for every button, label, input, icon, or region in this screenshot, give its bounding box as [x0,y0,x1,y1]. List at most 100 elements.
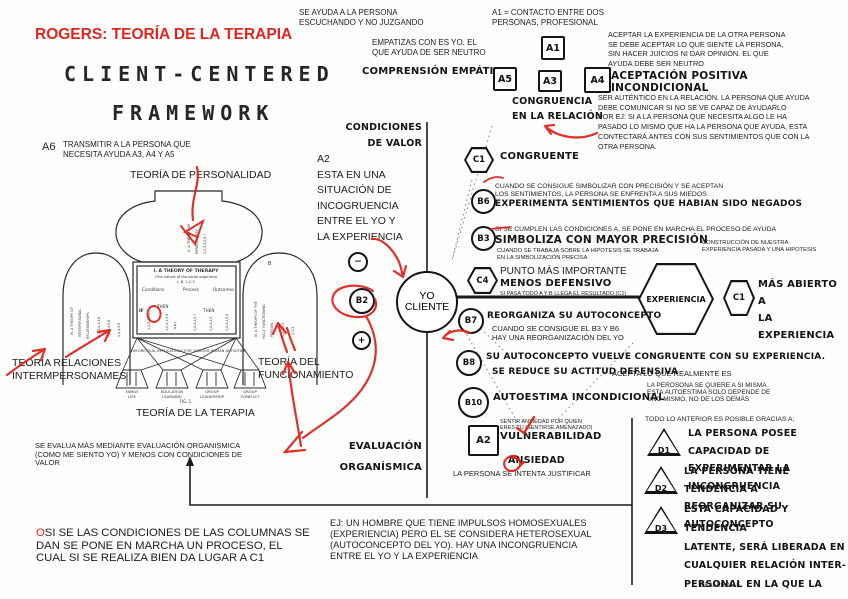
figure-nums-2: 1,2,4,1,5,6 [165,314,169,331]
b2-circle-label: B2 [355,296,369,306]
figure-group-leadership-1: GROUP [205,389,219,394]
b3-hand-note: SIMBOLIZA CON MAYOR PRECISIÓN [495,234,708,246]
osi-note: OSI SE LAS CONDICIONES DE LAS COLUMNAS S… [36,527,310,565]
c4-small-note: SI PASA TODO A Y B LLEGA EL RESULTADO (C… [500,291,627,297]
a1-badge-label: A1 [546,42,560,54]
mas-abierto-label: MÁS ABIERTO A LA EXPERIENCIA [758,279,838,341]
a2-description: LA PERSONA SE INTENTA JUSTIFICAR [453,469,591,478]
empathize-note: EMPATIZAS CON ES YO. EL QUE AYUDA DE SER… [372,38,486,57]
b10-side-note: LA PEROSONA SE QUIERE A SI MISMA ESTA AU… [647,382,771,404]
bottom-connector-arrow-line [189,463,632,506]
d1-text: LA PERSONA POSEE CAPACIDAD DE EXPERIMENT… [688,428,798,492]
figure-band-text: THEORETICAL IMPLICATIONS FOR VARIOUS HUM… [129,349,246,353]
a2-small-note: SENTIR ANSIEDAD POR QUIEN ERES TU (SENTI… [500,419,593,432]
figure-larch-text-6: 1,2,4,5,6 [117,323,121,337]
therapy-rect-outer [132,261,241,339]
b2-circle: B2 [349,288,375,314]
c4-hand-note: MENOS DEFENSIVO [500,278,612,289]
a1-badge: A1 [541,36,565,60]
congruencia-label: CONGRUENCIA EN LA RELACIÓN [512,96,604,122]
figure-group-conflict-1: GROUP [243,389,257,394]
b8-circle: B8 [456,350,482,376]
a6-code: A6 [42,141,56,153]
figure-rect-sub2: J, B, 1,2,3 [176,280,194,284]
b10-hand-note: AUTOESTIMA INCONDICIONAL [493,392,665,403]
evaluacion-organismica-label: EVALUACIÓN ORGANÍSMICA [339,441,422,473]
b8-description: ACEPTA LO QUE REALMENTE ES [612,369,732,378]
b3-description: SI SE CUMPLEN LAS CONDICIONES A, SE PONE… [495,226,777,233]
congruencia-description: SER AUTÉNTICO EN LA RELACIÓN. LA PERSONA… [598,93,810,151]
listen-note: SE AYUDA A LA PERSONA ESCUCHANDO Y NO JU… [299,8,424,27]
condiciones-de-valor-label: CONDICIONES DE VALOR [345,122,422,149]
a6-note: TRANSMITIR A LA PERSONA QUE NECESITA AYU… [63,140,191,159]
figure-rarch-text-3: PERSON [270,323,274,337]
se-evalua-note: SE EVALUA MÁS MEDIANTE EVALUACIÓN ORGANI… [35,441,242,468]
figure-nums-4: 1,2,3,4,5,7 [193,314,197,331]
desarrolle-note: DESARROLLE [700,583,741,589]
b6-circle: B6 [471,189,496,214]
d1-triangle-label: D1 [657,446,671,455]
c1-hexagon: C1 [464,147,494,173]
c1-right-label: C1 [732,293,746,303]
b3-circle-label: B3 [477,233,490,244]
figure-education-1: EDUCATION [161,389,183,394]
page-title: ROGERS: TEORÍA DE LA TERAPIA [35,26,293,43]
c4-description: PUNTO MÁS IMPORTANTE [500,266,627,277]
plus-circle: + [352,331,371,350]
connector-lines [186,122,640,585]
fan-lines [122,337,260,371]
minus-circle-label: − [354,257,362,267]
figure-nums-3: a,b,c [173,321,177,329]
figure-nums-5: 1,2,3,4,5 [209,317,213,331]
figure-col-outcomes: Outcomes [213,287,234,292]
bottom-connector-arrowhead [186,456,194,466]
figure-larch-text-2: INTERPERSONAL [78,309,82,337]
b7-description: CUANDO SE CONSIGUE EL B3 Y B6 HAY UNA RE… [492,324,624,342]
teoria-funcionamiento-label: TEORÍA DEL FUNCIONAMIENTO [258,356,354,381]
a3-badge: A3 [538,70,562,92]
a4-badge: A4 [584,67,611,93]
accept-experience-note: ACEPTAR LA EXPERIENCIA DE LA OTRA PERSON… [608,30,786,68]
figure-if: IF [139,308,144,314]
osi-body: SI SE LAS CONDICIONES DE LAS COLUMNAS SE… [36,527,310,565]
experiencia-label: EXPERIENCIA [646,294,706,304]
a2-situation-note: A2 ESTA EN UNA SITUACIÓN DE INCOGRUENCIA… [317,153,403,243]
figure-larch-text-5: 1,2,3,4,5,6 [107,320,111,337]
a2-badge: A2 [468,425,499,456]
b3-circle: B3 [471,226,496,251]
d-section-intro: TODO LO ANTERIOR ES POSIBLE GRACIAS A: [645,416,795,423]
figure-fig-caption: FIG. 1. [180,399,193,404]
d3-triangle-label: D3 [654,524,668,533]
c1-badge-label: C1 [472,155,486,165]
ej-note: EJ: UN HOMBRE QUE TIENE IMPULSOS HOMOSEX… [330,518,592,561]
therapy-rect-inner [136,265,237,335]
figure-rarch-text-1: III. A THEORY OF THE [254,301,258,337]
b7-circle: B7 [458,308,484,334]
figure-group-leadership-2: LEADERSHIP [200,394,224,399]
d3-text: ESTA CAPACIDAD Y TENDENCIA LATENTE, SERÁ… [684,504,847,599]
osi-red-o: O [36,527,45,539]
vulnerabilidad-label: VULNERABILIDAD [500,431,602,442]
figure-vase-text-3: 1,2,3,4,5,6,7 [203,234,207,254]
figure-education-2: LEARNING [162,394,182,399]
figure-rect-title: I. A THEORY OF THERAPY [154,268,220,274]
b8-circle-label: B8 [462,358,476,368]
figure-rect-sub: (The nature of the same organism) [155,275,218,279]
minus-circle: − [348,252,368,272]
b6-hand-note: EXPERIMENTA SENTIMIENTOS QUE HABIAN SIDO… [495,199,803,209]
framework-title-line1: CLIENT-CENTERED [64,62,335,86]
teoria-personalidad-label: TEORÍA DE PERSONALIDAD [130,169,272,181]
figure-rarch-text-5: 1,2,3 [291,327,295,335]
figure-larch-text-4: 1,2,3,4,1,5,6 [97,317,101,337]
right-arch-shape [242,252,318,385]
left-arch-shape [62,252,131,385]
figure-then2: THEN [202,308,215,313]
figure-then1: THEN [156,304,169,309]
b3-side-note: CONSTRUCCIÓN DE NUESTRA EXPERIENCIA PASA… [702,240,817,253]
a4-badge-label: A4 [590,74,605,86]
b8-hand-note: SU AUTOCONCEPTO VUELVE CONGRUENTE CON SU… [486,352,826,362]
congruente-label: CONGRUENTE [500,151,580,162]
d2-triangle-label: D2 [654,484,668,493]
